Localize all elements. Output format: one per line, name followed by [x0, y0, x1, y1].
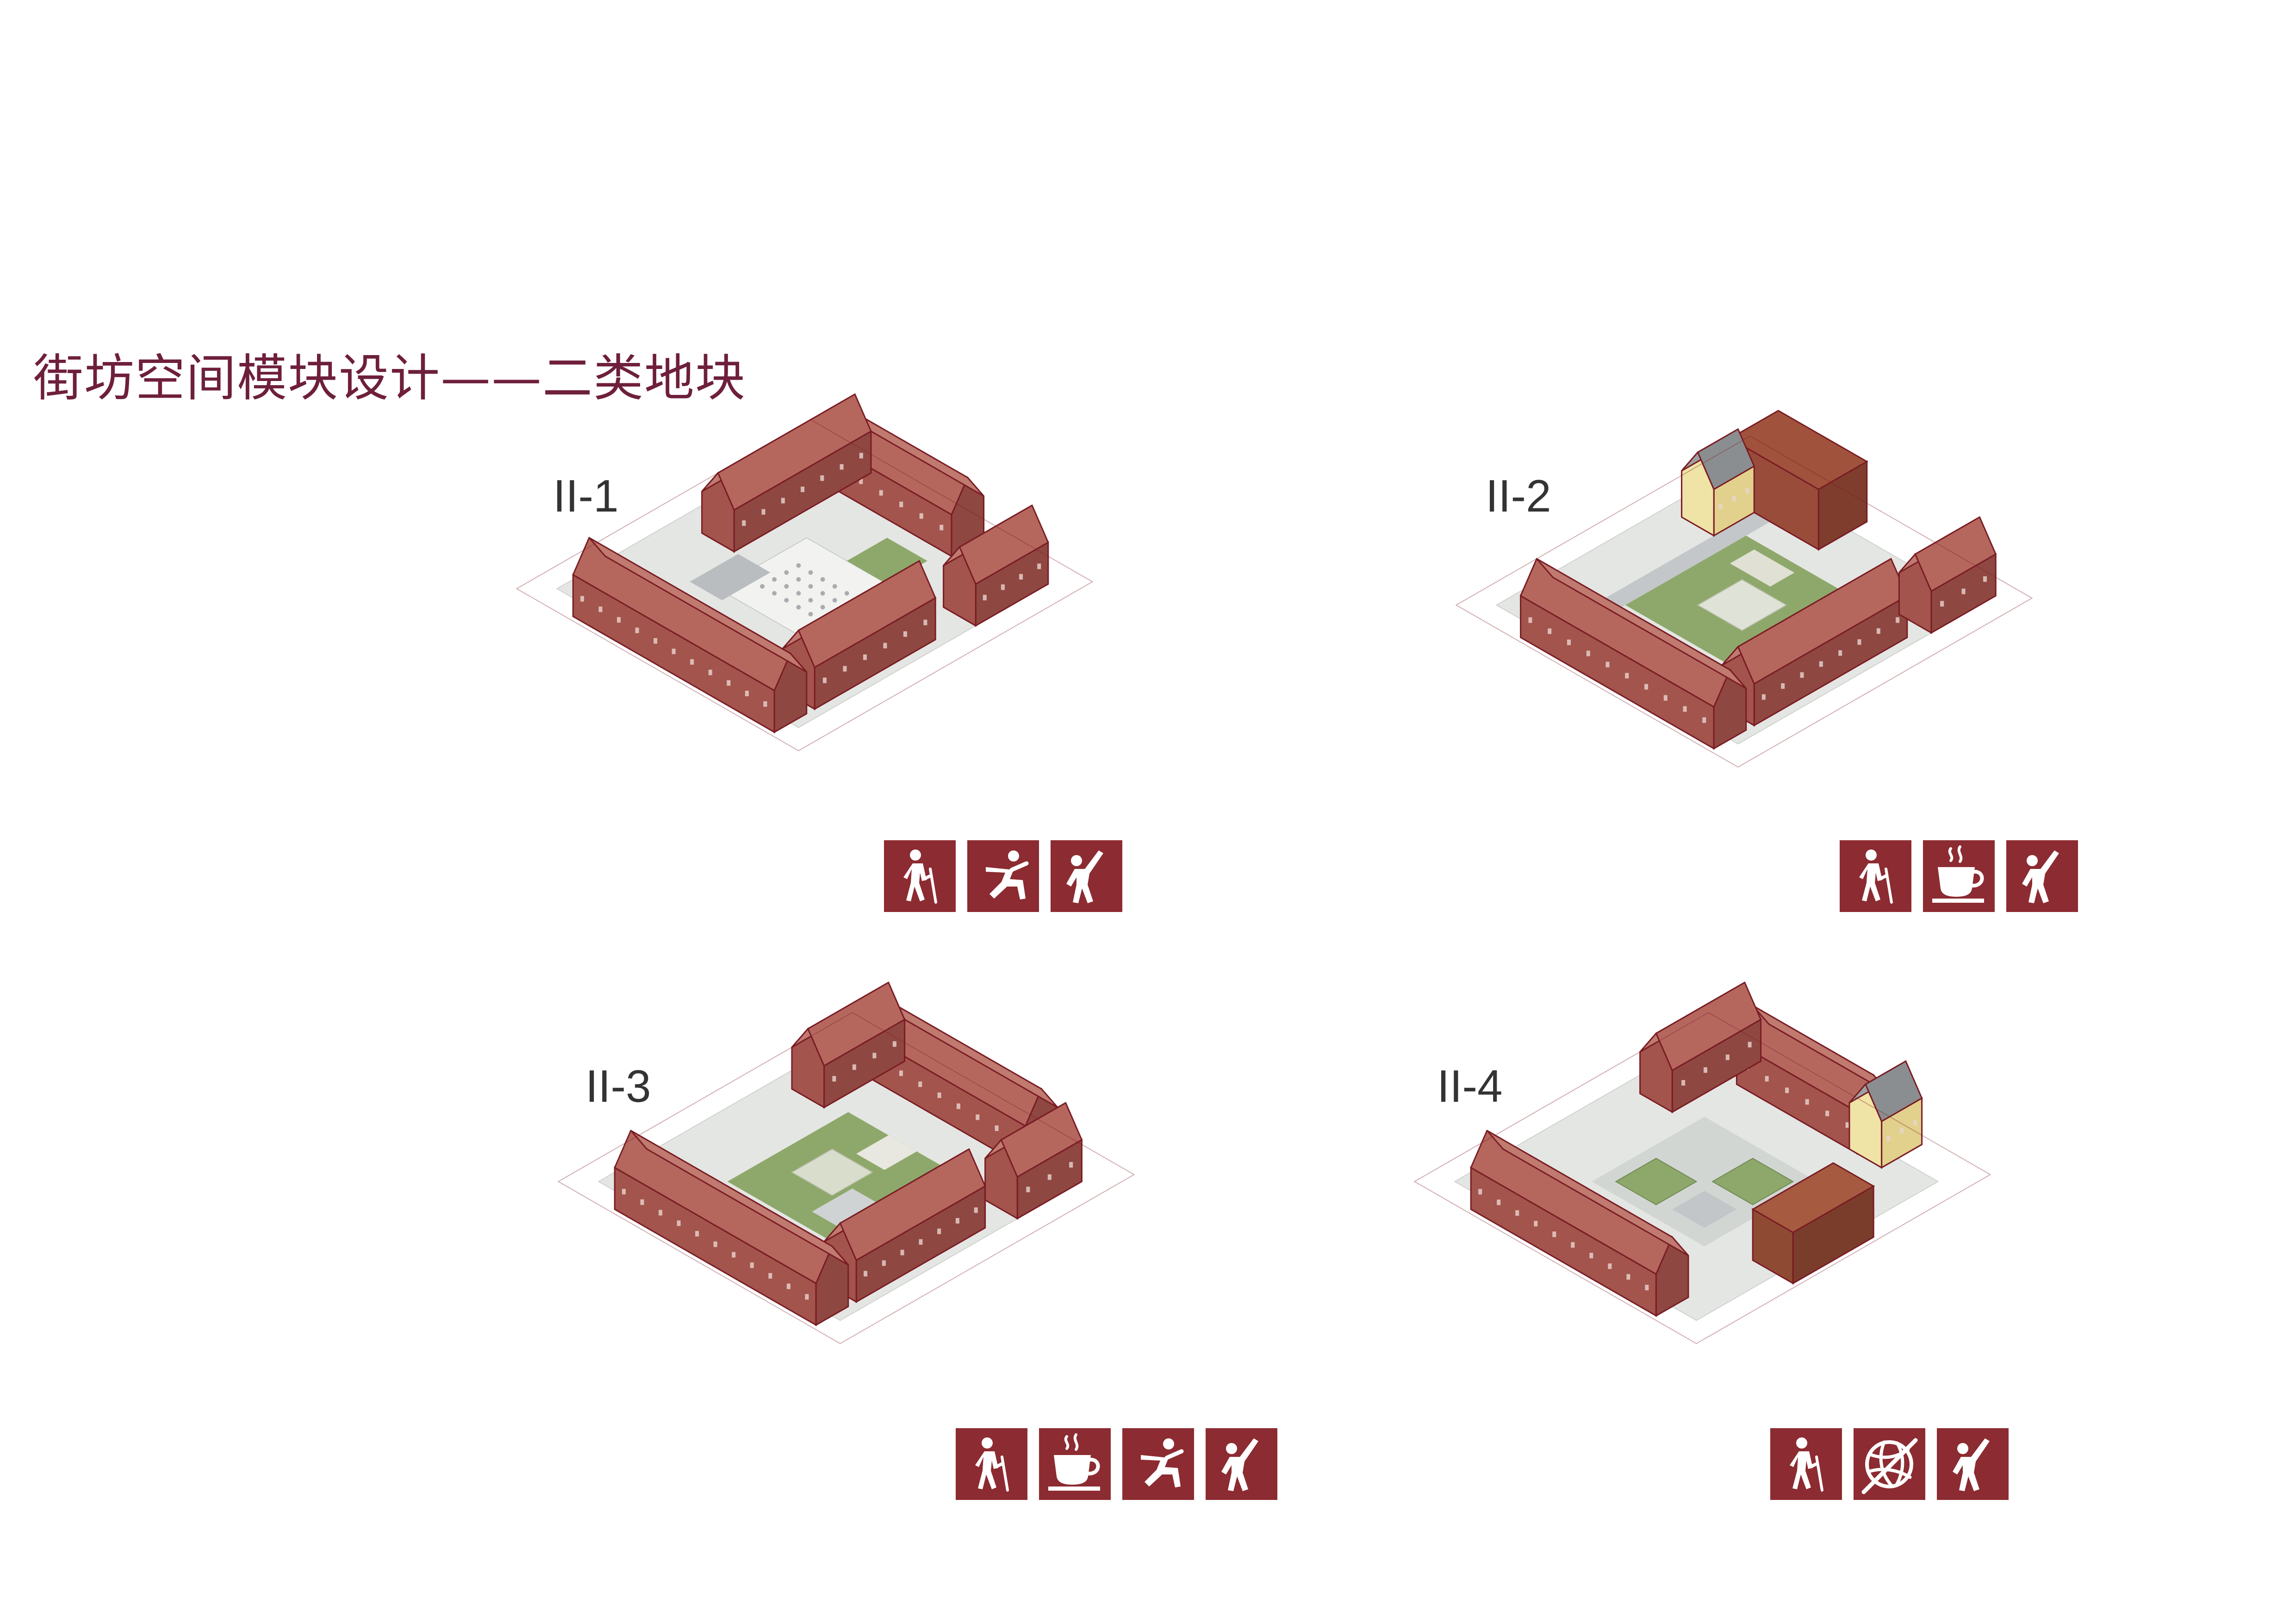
page-title: 街坊空间模块设计——二类地块 — [33, 350, 747, 407]
activity-icons — [956, 1428, 1277, 1500]
hiking-icon — [1770, 1428, 1842, 1500]
coffee-icon — [1923, 840, 1995, 912]
block-label: II-3 — [585, 1061, 651, 1112]
block-label: II-1 — [553, 470, 619, 521]
axonometric-model — [1455, 410, 2033, 768]
activity-icons — [1840, 840, 2078, 912]
activity-icons — [1770, 1428, 2009, 1500]
hiking-icon — [1840, 840, 1911, 912]
exercise-icon — [1051, 840, 1122, 912]
exercise-icon — [1206, 1428, 1277, 1500]
block-label: II-4 — [1437, 1061, 1503, 1112]
axonometric-model — [557, 981, 1135, 1344]
activity-icons — [884, 840, 1122, 912]
block-label: II-2 — [1486, 470, 1551, 521]
exercise-icon — [2006, 840, 2078, 912]
exercise-icon — [1937, 1428, 2009, 1500]
tai-chi-icon — [967, 840, 1039, 912]
coffee-icon — [1039, 1428, 1111, 1500]
ball-icon — [1854, 1428, 1925, 1500]
axonometric-model — [1413, 981, 1991, 1344]
hiking-icon — [884, 840, 956, 912]
axonometric-model — [516, 393, 1094, 751]
tai-chi-icon — [1122, 1428, 1194, 1500]
hiking-icon — [956, 1428, 1027, 1500]
